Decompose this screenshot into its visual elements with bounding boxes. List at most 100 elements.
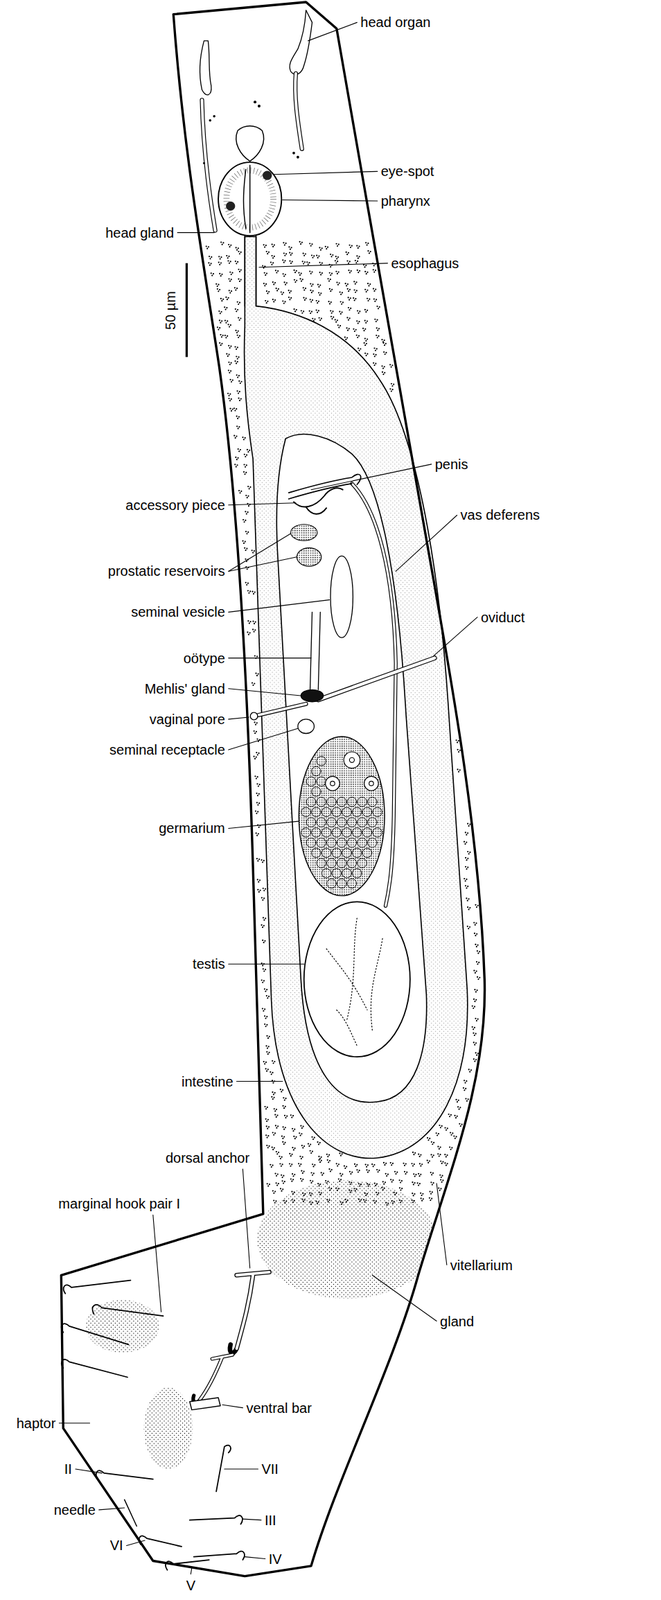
vitelline-dot [234, 456, 237, 458]
vitelline-dot [329, 272, 331, 274]
vitelline-dot [266, 250, 268, 253]
vitelline-dot [289, 1165, 292, 1167]
head-organ [289, 10, 312, 75]
vitelline-dot [298, 1132, 301, 1134]
vitelline-dot [268, 1035, 271, 1038]
vitelline-dot [218, 255, 220, 258]
vitelline-dot [302, 286, 305, 289]
label-holder: penis [433, 455, 470, 472]
vitelline-dot [230, 345, 232, 348]
vitelline-dot [390, 1161, 392, 1164]
vitelline-dot [341, 291, 343, 294]
vitelline-dot [392, 1202, 394, 1204]
vitelline-dot [311, 243, 313, 245]
vitelline-dot [347, 252, 350, 254]
vitelline-dot [292, 1193, 294, 1195]
vitelline-dot [283, 261, 285, 264]
vitelline-dot [256, 721, 258, 724]
vitelline-dot [378, 327, 380, 330]
vitelline-dot [403, 1164, 406, 1167]
vitelline-dot [243, 463, 245, 465]
vitelline-dot [392, 1162, 394, 1165]
vitelline-dot [238, 489, 240, 492]
vitelline-dot [288, 289, 290, 292]
vitelline-dot [246, 568, 249, 570]
vitelline-dot [466, 857, 469, 860]
vitelline-dot [364, 320, 366, 322]
vitelline-dot [237, 336, 240, 339]
pharynx [218, 162, 282, 236]
vitelline-dot [348, 1181, 350, 1183]
vitelline-dot [302, 263, 305, 265]
vitelline-dot [230, 398, 233, 400]
vitelline-dot [363, 1201, 366, 1203]
vitelline-dot [456, 748, 458, 751]
vitelline-dot [315, 309, 318, 311]
hook-number: IV [267, 1550, 284, 1567]
vitelline-dot [365, 1199, 367, 1201]
vitelline-dot [473, 1060, 476, 1063]
vitelline-dot [255, 832, 258, 834]
vitelline-dot [356, 269, 359, 271]
vitelline-dot [275, 269, 277, 271]
vitelline-dot [271, 1146, 273, 1149]
head-dots [203, 162, 206, 165]
vitelline-dot [439, 1187, 442, 1189]
vitelline-dot [243, 542, 245, 544]
vitelline-dot [358, 1198, 360, 1201]
vitelline-dot [265, 1107, 267, 1110]
vitelline-dot [383, 344, 386, 346]
vitelline-dot [268, 1145, 270, 1147]
vitelline-dot [266, 1047, 269, 1050]
accessory-piece [293, 487, 343, 515]
vitelline-dot [478, 961, 480, 964]
label-holder: VII [259, 1461, 280, 1478]
vitelline-dot [275, 287, 278, 289]
vitelline-dot [337, 324, 339, 326]
vitelline-dot [253, 550, 255, 552]
label-holder: testis [191, 956, 227, 973]
vitelline-dot [218, 288, 221, 291]
vitelline-dot [267, 1053, 269, 1055]
vitelline-dot [335, 321, 337, 323]
vitelline-dot [384, 353, 386, 355]
vitelline-dot [249, 486, 251, 488]
vitelline-dot [252, 684, 254, 686]
vitelline-dot [236, 334, 239, 337]
vitelline-dot [329, 253, 332, 255]
part-label: testis [191, 956, 227, 973]
vitelline-dot [385, 342, 387, 345]
vitelline-dot [474, 904, 477, 906]
vitelline-dot [270, 1166, 273, 1168]
vitelline-dot [257, 810, 259, 813]
vitelline-dot [236, 287, 238, 289]
vitelline-dot [248, 633, 250, 636]
vitelline-dot [241, 540, 244, 542]
germ-cell [362, 827, 373, 838]
vitelline-dot [457, 751, 460, 753]
vitelline-dot [336, 257, 338, 260]
vitelline-dot [272, 1131, 274, 1133]
vitelline-dot [457, 1105, 459, 1108]
vitelline-dot [252, 631, 255, 633]
vitelline-dot [256, 834, 258, 837]
vitelline-dot [266, 1127, 269, 1130]
vitelline-dot [291, 1146, 294, 1149]
vitelline-dot [432, 1172, 434, 1174]
vitelline-dot [347, 1199, 349, 1201]
marginal-hook [139, 1535, 182, 1546]
vitelline-dot [320, 292, 322, 294]
vitelline-dot [350, 270, 352, 272]
vaginal-duct [257, 703, 306, 716]
vitelline-dot [236, 457, 239, 459]
vitelline-dot [465, 834, 467, 836]
vitelline-dot [311, 1150, 314, 1153]
vitelline-dot [430, 1171, 432, 1174]
vitelline-dot [244, 510, 246, 513]
vitelline-dot [288, 1162, 291, 1165]
vitelline-dot [430, 1193, 432, 1195]
vitelline-dot [401, 1179, 403, 1182]
leader-lines [126, 1540, 146, 1546]
leader-lines [242, 1168, 250, 1268]
vitelline-dot [244, 455, 246, 458]
